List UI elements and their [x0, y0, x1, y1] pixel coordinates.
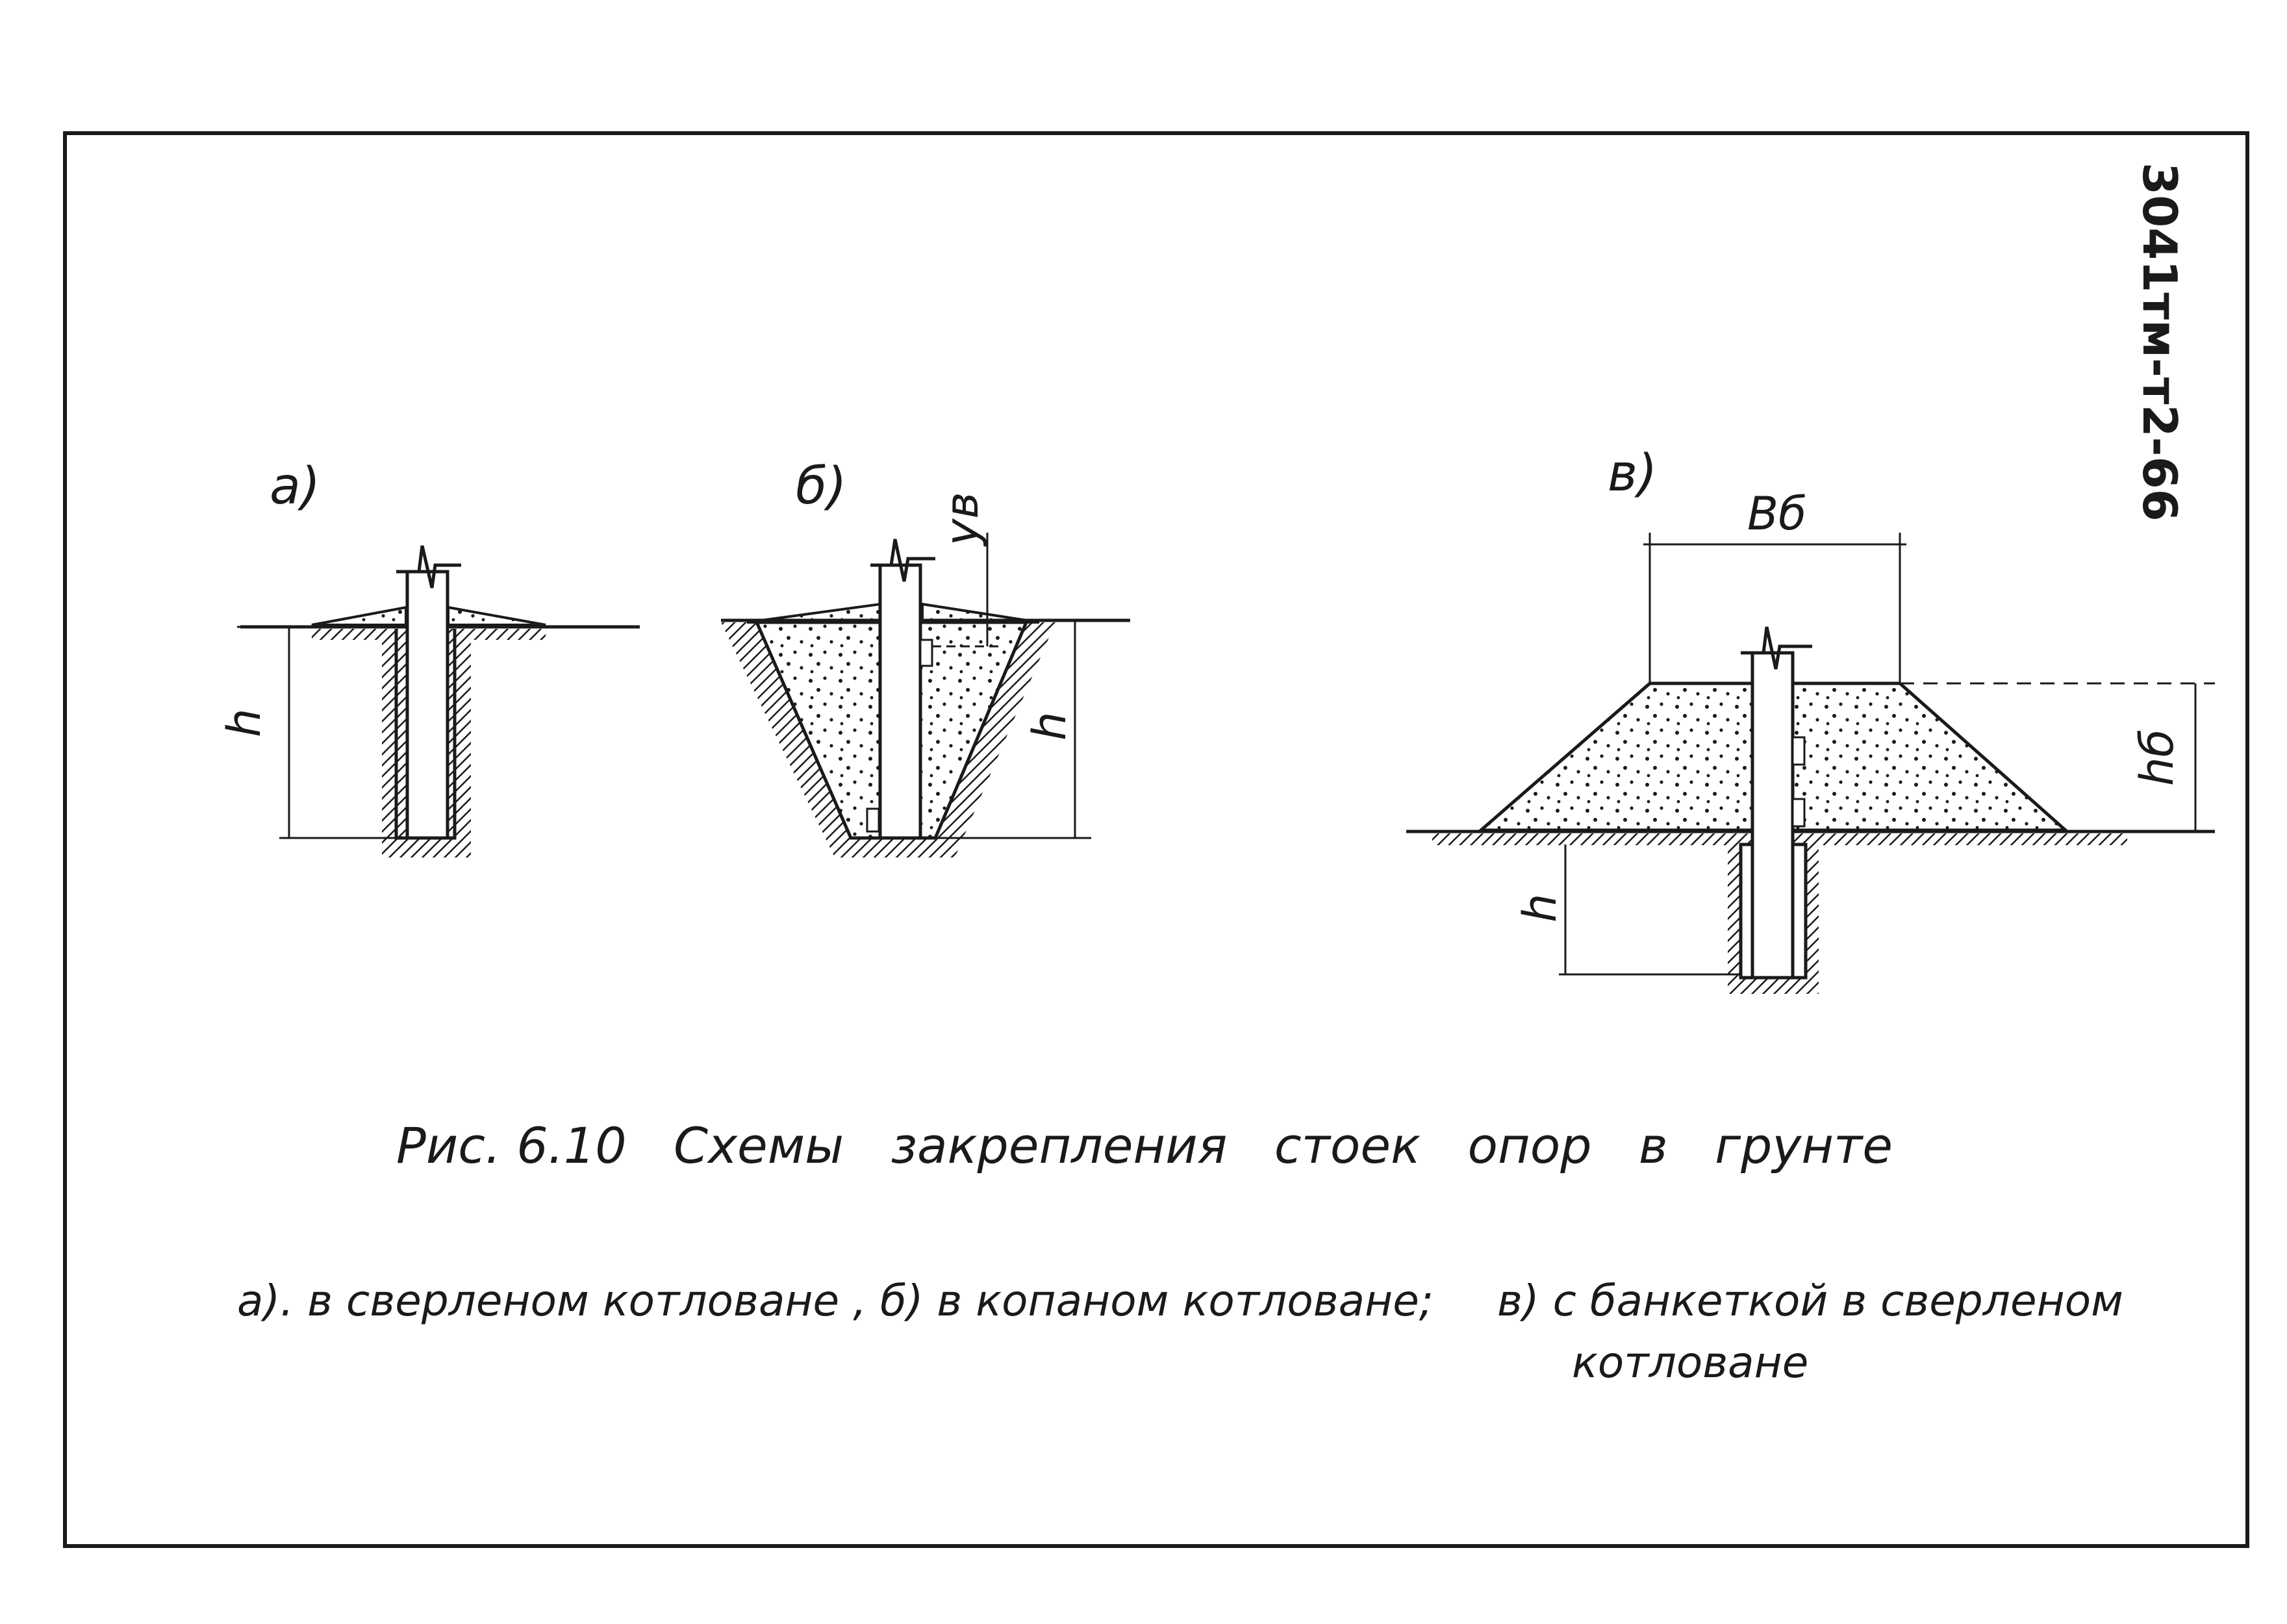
- dim-hb: hб: [2130, 729, 2184, 786]
- pole-break-c: [1741, 626, 1812, 670]
- label-c: в): [1608, 444, 1657, 503]
- crossbar-top-b: [919, 639, 933, 667]
- label-b: б): [796, 457, 847, 516]
- dim-yv: yв: [935, 492, 989, 547]
- note-a: а). в сверленом котловане ,: [237, 1276, 866, 1326]
- crossbar-bottom-c: [1791, 798, 1806, 828]
- note-b: б) в копаном котловане;: [880, 1276, 1434, 1326]
- pole-c: [1750, 651, 1795, 980]
- soil-hatch-b: [721, 622, 1055, 857]
- label-a: а): [270, 457, 320, 516]
- dim-h-a: h: [218, 709, 271, 737]
- dim-h-b: h: [1023, 712, 1076, 741]
- note-c2: котловане: [1572, 1338, 1808, 1388]
- pole-b: [878, 563, 922, 840]
- diagram-a: а) h: [218, 457, 640, 857]
- sheet-frame: [63, 131, 2249, 1548]
- diagram-c: в) Вб hб h: [1406, 444, 2215, 994]
- crossbar-bottom-b: [866, 807, 880, 833]
- crossbar-top-c: [1791, 736, 1806, 766]
- dim-h-c: h: [1513, 894, 1567, 922]
- pole-break-b: [870, 539, 935, 582]
- note-c1: в) с банкеткой в сверленом: [1497, 1276, 2123, 1326]
- drawing-code: 3041тм-т2-66: [2132, 162, 2187, 522]
- pole-break-a: [396, 545, 461, 589]
- pole-a: [405, 570, 449, 840]
- diagram-b: б) yв h: [721, 457, 1130, 857]
- figure-caption: Рис. 6.10 Схемы закрепления стоек опор в…: [396, 1117, 1893, 1174]
- dim-bb: Вб: [1747, 487, 1806, 540]
